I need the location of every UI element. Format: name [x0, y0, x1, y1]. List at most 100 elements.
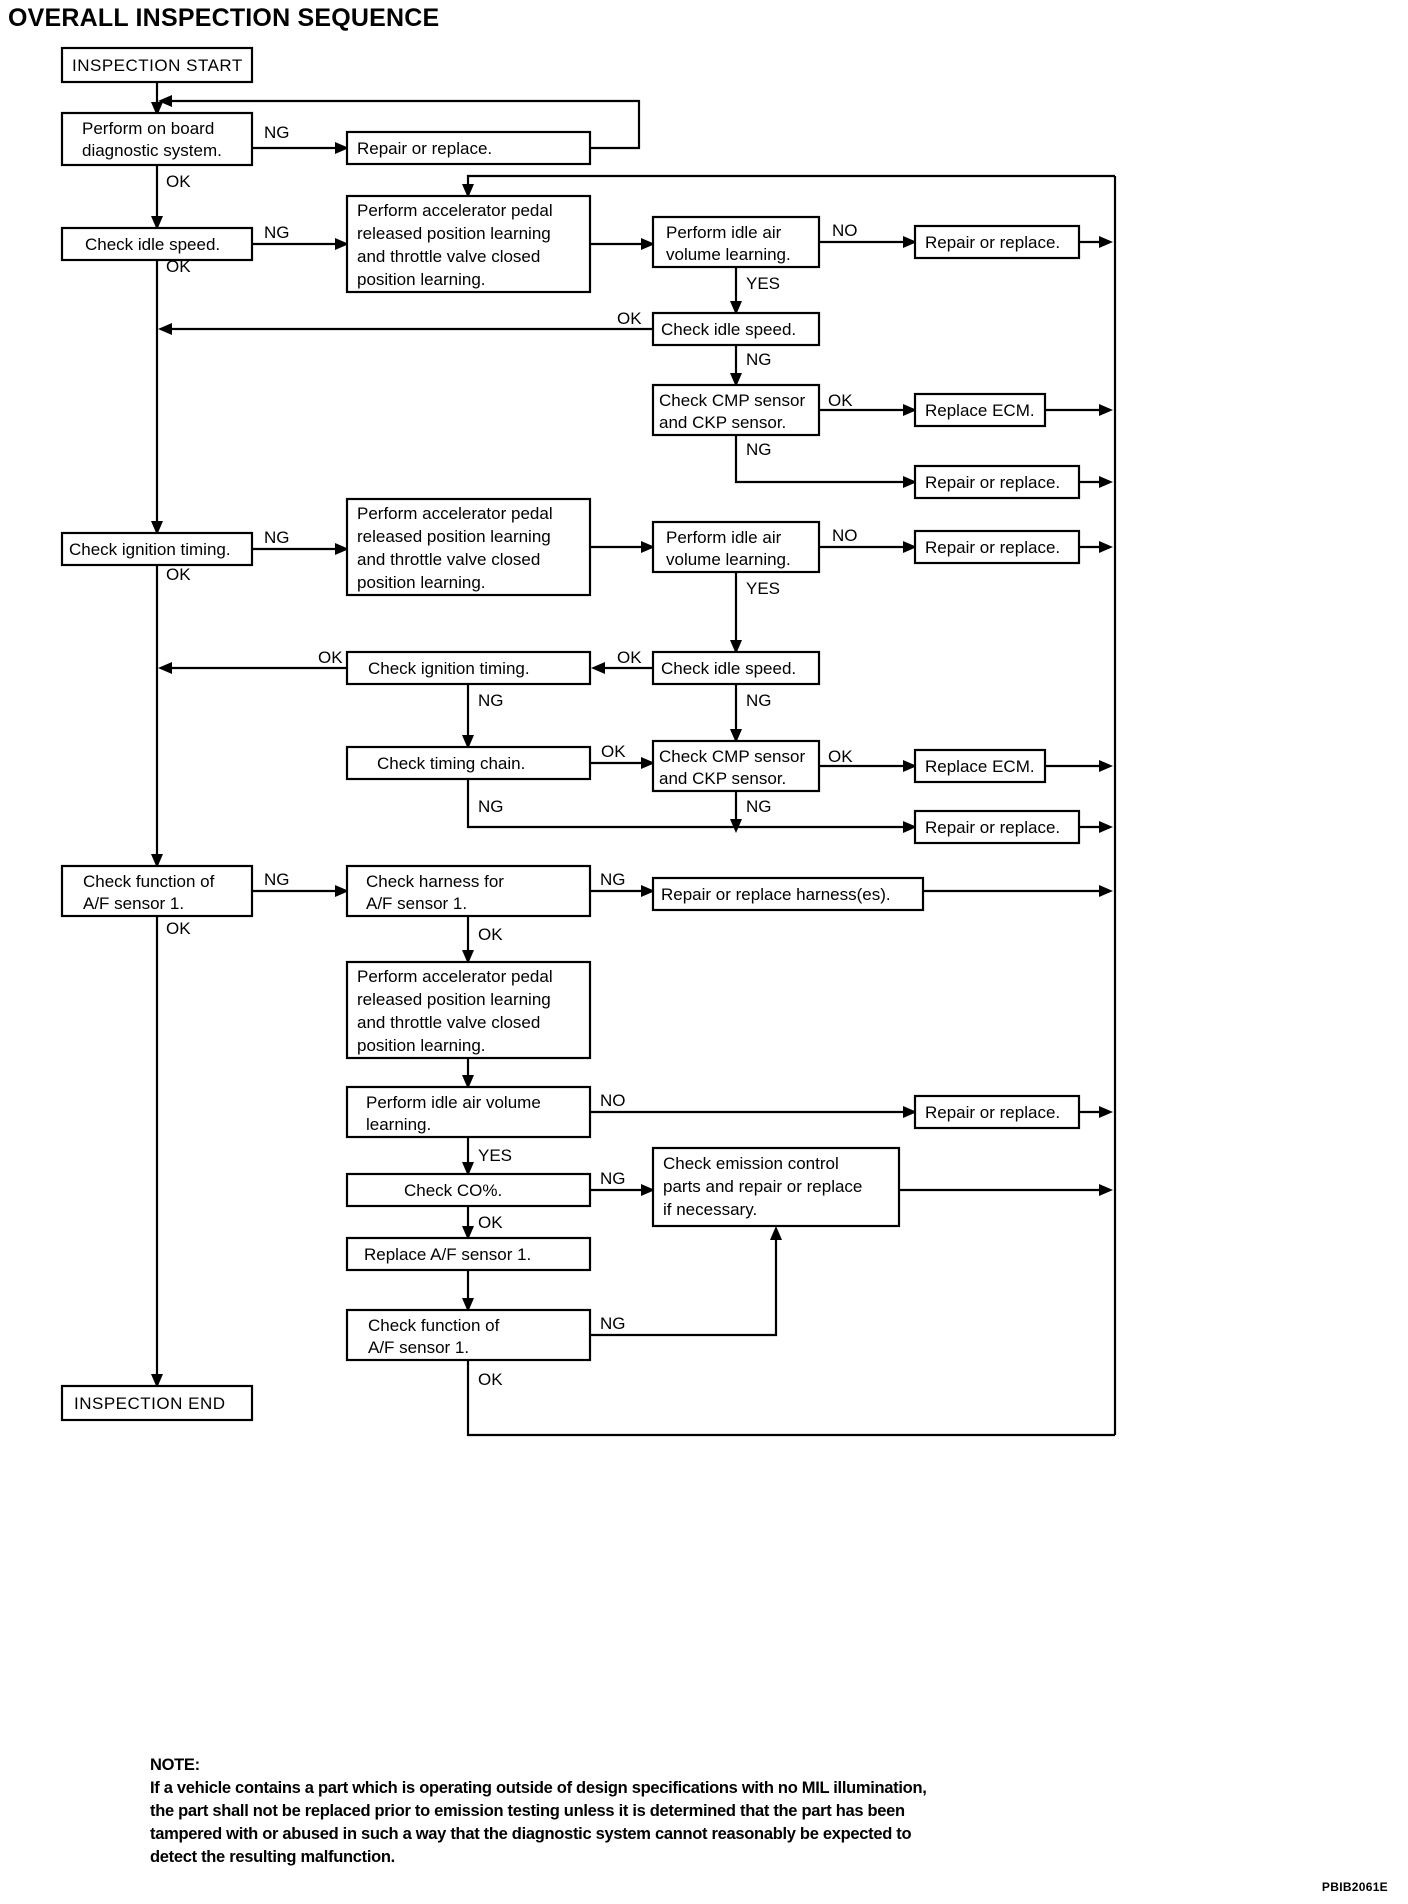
node-label: and throttle valve closed	[357, 247, 540, 266]
edge-label-ok: OK	[601, 742, 626, 761]
node-label: Replace ECM.	[925, 757, 1035, 776]
note-line: detect the resulting malfunction.	[150, 1848, 395, 1866]
node-check-cmp-ckp-sensor-1[interactable]: Check CMP sensor and CKP sensor.	[651, 383, 821, 437]
edge-label-ng: NG	[600, 870, 626, 889]
edge-label-ok: OK	[166, 565, 191, 584]
node-label: position learning.	[357, 270, 486, 289]
node-label: diagnostic system.	[82, 141, 222, 160]
note-heading: NOTE:	[150, 1756, 200, 1774]
note-line: If a vehicle contains a part which is op…	[150, 1779, 927, 1797]
edge-label-ng: NG	[600, 1169, 626, 1188]
node-label: Perform accelerator pedal	[357, 201, 553, 220]
node-replace-af-sensor-1[interactable]: Replace A/F sensor 1.	[345, 1236, 592, 1272]
node-label: Check ignition timing.	[69, 540, 231, 559]
edge-label-ng: NG	[746, 350, 772, 369]
edge-label-no: NO	[832, 526, 858, 545]
edge-label-ok: OK	[478, 925, 503, 944]
node-label: Check CMP sensor	[659, 747, 805, 766]
node-perform-obd[interactable]: Perform on board diagnostic system.	[60, 111, 254, 167]
edge-label-ng: NG	[746, 797, 772, 816]
node-label: Check timing chain.	[377, 754, 525, 773]
node-check-cmp-ckp-sensor-2[interactable]: Check CMP sensor and CKP sensor.	[651, 739, 821, 793]
node-repair-or-replace-5[interactable]: Repair or replace.	[913, 809, 1081, 845]
node-label: released position learning	[357, 990, 551, 1009]
node-repair-or-replace-1[interactable]: Repair or replace.	[345, 130, 592, 166]
node-label: Check CO%.	[404, 1181, 502, 1200]
node-repair-or-replace-2[interactable]: Repair or replace.	[913, 224, 1081, 260]
edge-label-yes: YES	[746, 579, 780, 598]
edge-label-ok: OK	[617, 648, 642, 667]
node-label: A/F sensor 1.	[368, 1338, 469, 1357]
node-label: Repair or replace.	[925, 233, 1060, 252]
node-check-timing-chain[interactable]: Check timing chain.	[345, 745, 592, 781]
node-label: Repair or replace.	[925, 1103, 1060, 1122]
node-label: position learning.	[357, 1036, 486, 1055]
node-label: Replace A/F sensor 1.	[364, 1245, 531, 1264]
note-line: the part shall not be replaced prior to …	[150, 1802, 905, 1820]
node-check-ignition-timing-2[interactable]: Check ignition timing.	[345, 650, 592, 686]
edge-label-no: NO	[832, 221, 858, 240]
node-repair-or-replace-harnesses[interactable]: Repair or replace harness(es).	[651, 876, 925, 912]
node-check-function-af-sensor-1[interactable]: Check function of A/F sensor 1.	[60, 864, 254, 918]
note-line: tampered with or abused in such a way th…	[150, 1825, 912, 1843]
edge-label-no: NO	[600, 1091, 626, 1110]
edge-label-ok: OK	[617, 309, 642, 328]
node-label: Perform accelerator pedal	[357, 967, 553, 986]
node-label: Repair or replace.	[925, 473, 1060, 492]
node-repair-or-replace-3[interactable]: Repair or replace.	[913, 464, 1081, 500]
node-replace-ecm-1[interactable]: Replace ECM.	[913, 392, 1047, 428]
edge-label-ng: NG	[478, 797, 504, 816]
node-label: if necessary.	[663, 1200, 757, 1219]
node-label: Check function of	[368, 1316, 500, 1335]
node-idle-air-volume-learning-2[interactable]: Perform idle air volume learning.	[651, 520, 821, 574]
node-inspection-start[interactable]: INSPECTION START	[60, 46, 254, 84]
node-check-idle-speed-1[interactable]: Check idle speed.	[60, 226, 254, 262]
node-check-harness-af-sensor-1[interactable]: Check harness for A/F sensor 1.	[345, 864, 592, 918]
edge-label-ok: OK	[166, 257, 191, 276]
edge-label-ok: OK	[478, 1213, 503, 1232]
edge-label-ng: NG	[264, 528, 290, 547]
inspection-flowchart: INSPECTION START Perform on board diagno…	[60, 46, 1117, 1437]
node-label: learning.	[366, 1115, 431, 1134]
edge-label-ok: OK	[478, 1370, 503, 1389]
node-label: A/F sensor 1.	[366, 894, 467, 913]
edge-label-ng: NG	[600, 1314, 626, 1333]
node-label: Check CMP sensor	[659, 391, 805, 410]
edge-label-ok: OK	[318, 648, 343, 667]
flow-nodes: INSPECTION START Perform on board diagno…	[60, 46, 1081, 1422]
node-check-idle-speed-2[interactable]: Check idle speed.	[651, 311, 821, 347]
edge-label-ng: NG	[264, 123, 290, 142]
node-label: Check idle speed.	[661, 659, 796, 678]
node-check-idle-speed-3[interactable]: Check idle speed.	[651, 650, 821, 686]
edge-label-ok: OK	[166, 172, 191, 191]
node-label: Perform idle air volume	[366, 1093, 541, 1112]
node-check-co-percent[interactable]: Check CO%.	[345, 1172, 592, 1208]
node-label: position learning.	[357, 573, 486, 592]
node-pedal-throttle-learning-3[interactable]: Perform accelerator pedal released posit…	[345, 960, 592, 1060]
node-repair-or-replace-6[interactable]: Repair or replace.	[913, 1094, 1081, 1130]
edge-label-ng: NG	[264, 223, 290, 242]
node-label: A/F sensor 1.	[83, 894, 184, 913]
node-check-emission-control-parts[interactable]: Check emission control parts and repair …	[651, 1146, 901, 1228]
edge-label-ng: NG	[478, 691, 504, 710]
node-check-ignition-timing-1[interactable]: Check ignition timing.	[60, 531, 254, 567]
edge-label-ng: NG	[746, 691, 772, 710]
node-label: and CKP sensor.	[659, 413, 786, 432]
node-idle-air-volume-learning-3[interactable]: Perform idle air volume learning.	[345, 1085, 592, 1139]
node-label: Perform on board	[82, 119, 214, 138]
node-label: Repair or replace.	[925, 818, 1060, 837]
node-label: Perform idle air	[666, 528, 782, 547]
node-inspection-end[interactable]: INSPECTION END	[60, 1384, 254, 1422]
node-repair-or-replace-4[interactable]: Repair or replace.	[913, 529, 1081, 565]
node-label: Check emission control	[663, 1154, 839, 1173]
node-check-function-af-sensor-2[interactable]: Check function of A/F sensor 1.	[345, 1308, 592, 1362]
node-label: Check idle speed.	[85, 235, 220, 254]
node-replace-ecm-2[interactable]: Replace ECM.	[913, 748, 1047, 784]
node-label: volume learning.	[666, 550, 791, 569]
edge-label-ok: OK	[828, 747, 853, 766]
node-idle-air-volume-learning-1[interactable]: Perform idle air volume learning.	[651, 215, 821, 269]
node-pedal-throttle-learning-2[interactable]: Perform accelerator pedal released posit…	[345, 497, 592, 597]
edge-label-yes: YES	[746, 274, 780, 293]
node-label: Repair or replace.	[357, 139, 492, 158]
node-pedal-throttle-learning-1[interactable]: Perform accelerator pedal released posit…	[345, 194, 592, 294]
